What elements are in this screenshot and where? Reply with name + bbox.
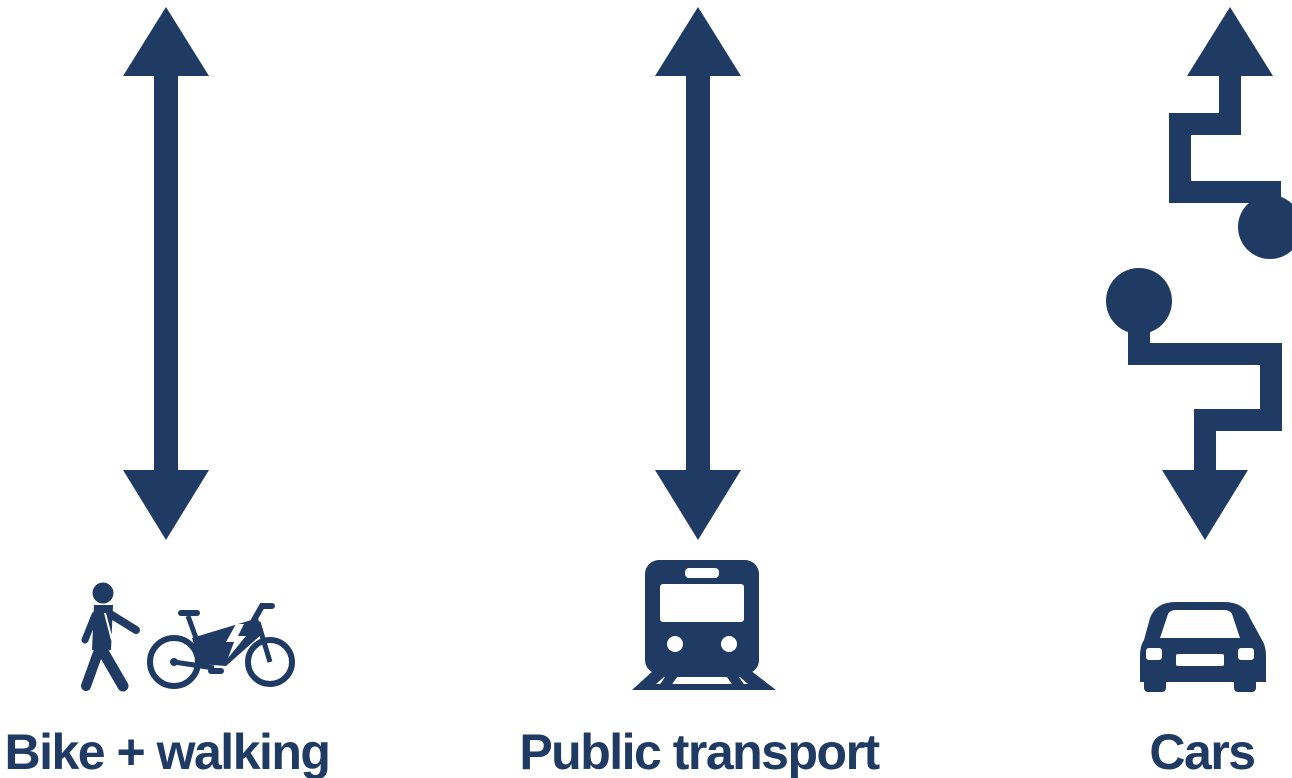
mode-bike-walking: Bike + walking bbox=[5, 7, 331, 778]
mode-label-public-transport: Public transport bbox=[519, 724, 880, 778]
mode-label-bike-walking: Bike + walking bbox=[5, 724, 330, 778]
car-icon bbox=[1140, 602, 1266, 692]
winding-interrupted-arrow-icon bbox=[1106, 7, 1292, 540]
straight-double-arrow-icon bbox=[123, 7, 209, 540]
mode-label-cars: Cars bbox=[1149, 724, 1254, 778]
mode-public-transport: Public transport bbox=[519, 7, 882, 778]
train-icon bbox=[632, 560, 776, 690]
straight-double-arrow-icon bbox=[655, 7, 741, 540]
e-bike-icon bbox=[147, 603, 295, 689]
pedestrian-icon bbox=[81, 582, 140, 692]
mode-cars: Cars bbox=[1106, 7, 1292, 778]
